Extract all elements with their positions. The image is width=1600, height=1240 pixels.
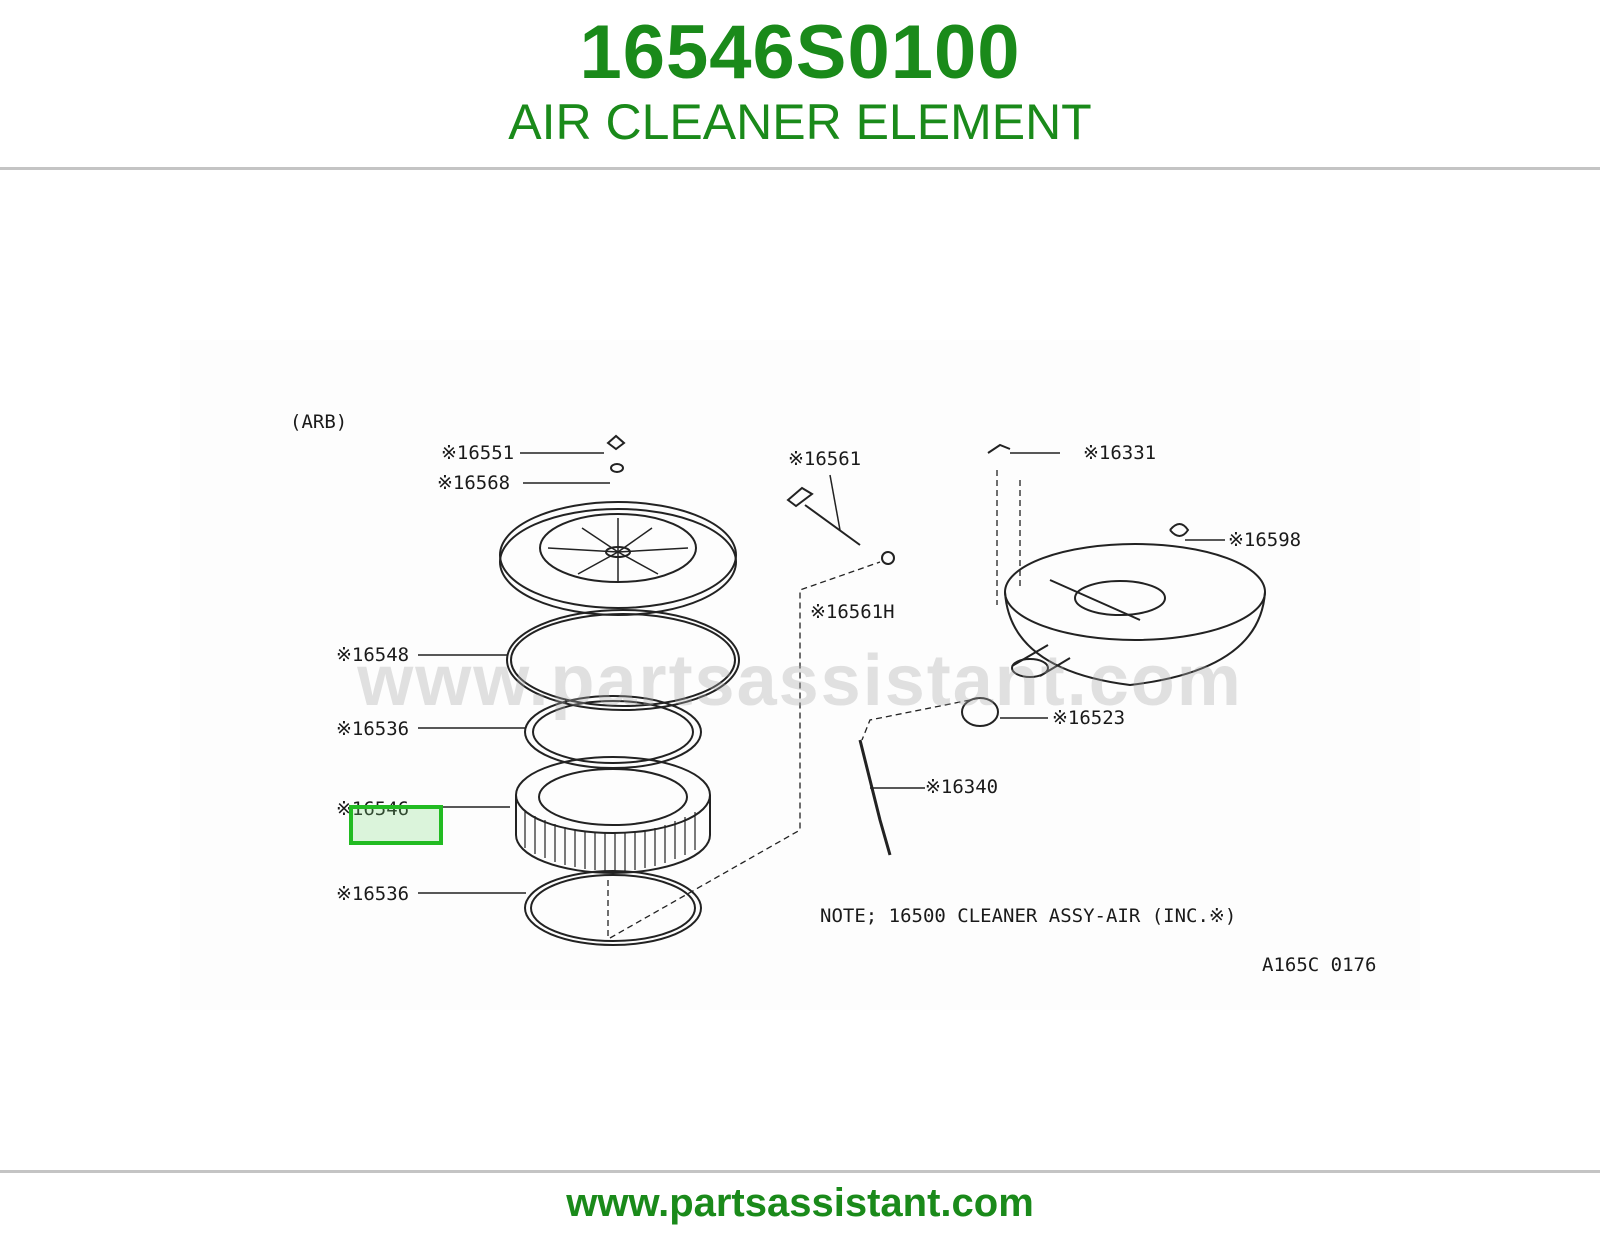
callout-16561h[interactable]: ※16561H: [810, 601, 895, 623]
callout-16523[interactable]: ※16523: [1052, 707, 1125, 729]
element-body: [515, 795, 711, 874]
wing-nut-shape: [606, 434, 626, 451]
callout-16561[interactable]: ※16561: [788, 448, 861, 470]
gasket-large: [506, 609, 740, 711]
callout-16548[interactable]: ※16548: [336, 644, 409, 666]
washer-shape: [610, 463, 624, 473]
part-number-title: 16546S0100: [579, 10, 1021, 95]
callout-16598[interactable]: ※16598: [1228, 529, 1301, 551]
housing-center: [1074, 580, 1166, 616]
housing-rim: [1004, 543, 1266, 641]
seal-top-inner: [532, 700, 694, 764]
callout-16331[interactable]: ※16331: [1083, 442, 1156, 464]
rod-grommet: [881, 551, 895, 565]
parts-diagram: (ARB) ※16551 ※16568 ※16548 ※16536 ※16546…: [180, 340, 1420, 1010]
callout-16551[interactable]: ※16551: [441, 442, 514, 464]
assembly-guide-lines: [607, 470, 1021, 939]
callout-16568[interactable]: ※16568: [437, 472, 510, 494]
housing-snorkel-end: [1011, 658, 1049, 678]
callout-16340[interactable]: ※16340: [925, 776, 998, 798]
part-name-subtitle: AIR CLEANER ELEMENT: [508, 94, 1092, 150]
housing-snorkel: [1011, 644, 1071, 677]
header-divider: [0, 167, 1600, 170]
callout-16536-bottom[interactable]: ※16536: [336, 883, 409, 905]
housing-body: [1004, 591, 1266, 687]
gasket-large-inner: [510, 613, 736, 707]
header: 16546S0100 AIR CLEANER ELEMENT: [0, 0, 1600, 168]
hose-16340: [858, 739, 892, 856]
highlighted-part-marker[interactable]: [349, 805, 443, 845]
element-inner: [538, 768, 688, 826]
diagram-note: NOTE; 16500 CLEANER ASSY-AIR (INC.※): [820, 905, 1236, 927]
clip-16598: [1169, 523, 1190, 537]
drawing-code: A165C 0176: [1262, 954, 1376, 976]
cover-vanes: [547, 518, 689, 582]
seal-bottom: [524, 870, 702, 946]
rod-handle: [786, 486, 814, 508]
footer-url-link[interactable]: www.partsassistant.com: [566, 1181, 1034, 1225]
housing-bracket: [1049, 579, 1141, 621]
callout-16536-top[interactable]: ※16536: [336, 718, 409, 740]
rod-shaft: [804, 504, 861, 546]
callout-16546[interactable]: ※16546: [336, 798, 409, 820]
watermark: www.partsassistant.com: [357, 641, 1243, 721]
footer-divider: [0, 1170, 1600, 1173]
stud-16331: [987, 443, 1011, 454]
leader-lines: [418, 452, 1225, 894]
element-pleats: [524, 810, 696, 871]
seal-bottom-inner: [530, 874, 696, 942]
exploded-view-drawing: (ARB) ※16551 ※16568 ※16548 ※16536 ※16546…: [290, 411, 1376, 976]
variant-label: (ARB): [290, 411, 347, 433]
